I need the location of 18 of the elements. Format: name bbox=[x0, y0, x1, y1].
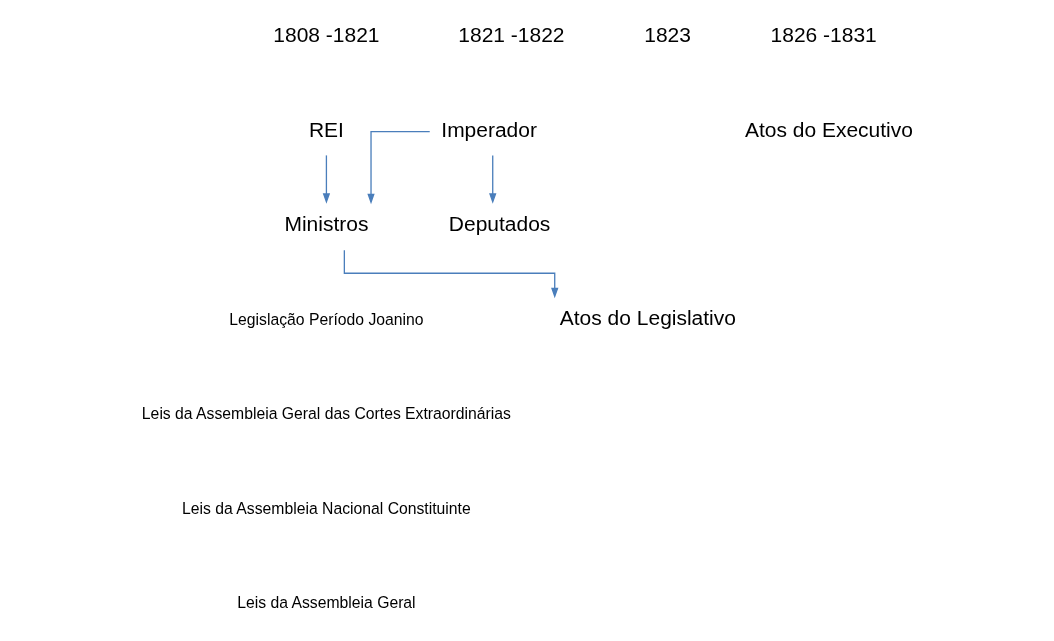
label: Leis da Assembleia Geral das Cortes Extraordinárias bbox=[141, 405, 511, 423]
arrow bbox=[488, 154, 496, 204]
node-text: Deputados bbox=[448, 212, 550, 236]
arrow bbox=[322, 154, 330, 204]
label: 1826 -1831 bbox=[770, 23, 877, 47]
arrow bbox=[343, 249, 558, 299]
label: Legislação Período Joanino bbox=[228, 310, 424, 328]
label: 1823 bbox=[643, 23, 691, 47]
label: 1821 -1822 bbox=[457, 23, 565, 47]
arrow bbox=[366, 130, 430, 205]
node-text: Ministros bbox=[283, 212, 368, 236]
node-text: Imperador bbox=[440, 117, 537, 141]
label: 1808 -1821 bbox=[272, 23, 380, 47]
label: Leis da Assembleia Nacional Constituinte bbox=[181, 499, 471, 517]
label: Leis da Assembleia Geral bbox=[236, 593, 416, 611]
node-text: REI bbox=[308, 117, 344, 141]
label: Atos do Executivo bbox=[744, 117, 913, 141]
node-text: Atos do Legislativo bbox=[559, 306, 736, 330]
